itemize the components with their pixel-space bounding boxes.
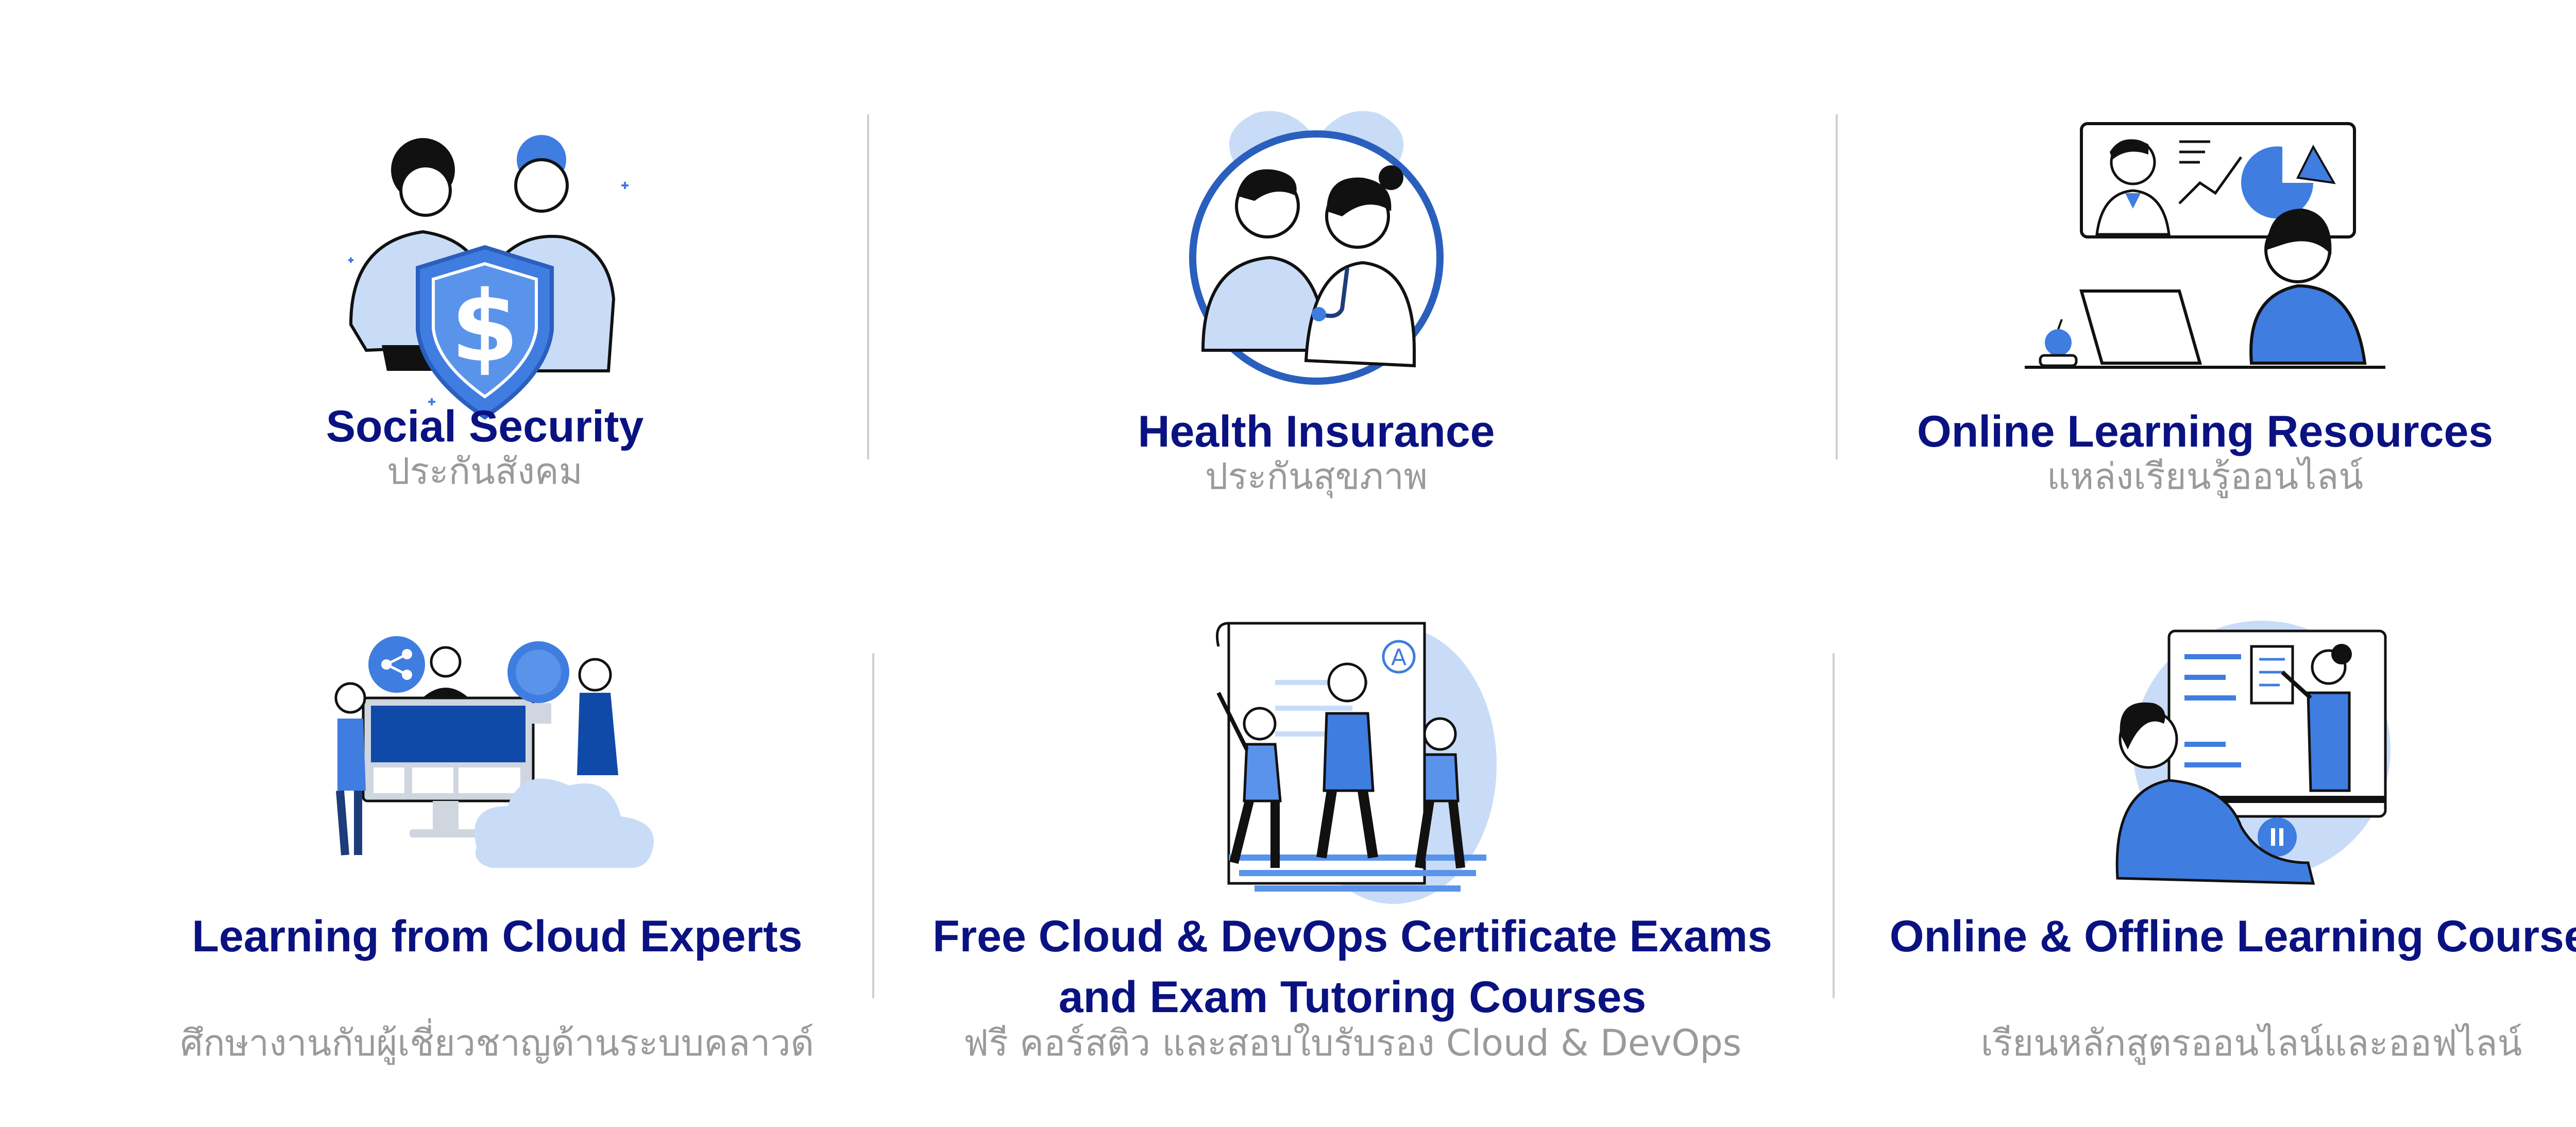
column-divider xyxy=(1833,653,1835,998)
benefit-subtitle: ฟรี คอร์สติว และสอบใบรับรอง Cloud & DevO… xyxy=(963,1022,1742,1064)
column-divider xyxy=(1836,114,1838,459)
column-divider xyxy=(872,653,874,998)
benefit-title: Learning from Cloud Experts xyxy=(192,912,803,961)
benefit-title: Online & Offline Learning Courses xyxy=(1889,912,2576,961)
cloud-experts-illustration xyxy=(334,636,654,868)
column-divider xyxy=(867,114,869,459)
certificate-exams-illustration: A xyxy=(1216,622,1497,904)
health-insurance-illustration xyxy=(1189,111,1444,385)
benefit-online-learning-resources: Online Learning Resources แหล่งเรียนรู้อ… xyxy=(1765,77,2576,592)
benefit-title-line2: and Exam Tutoring Courses xyxy=(1058,972,1647,1022)
benefit-subtitle: ศึกษางานกับผู้เชี่ยวชาญด้านระบบคลาวด์ xyxy=(180,1022,815,1064)
benefit-subtitle: แหล่งเรียนรู้ออนไลน์ xyxy=(2046,455,2364,498)
benefit-subtitle: ประกันสุขภาพ xyxy=(1205,455,1428,498)
benefit-social-security: $ Social Security ประกันสังคม xyxy=(44,77,925,592)
learning-courses-illustration xyxy=(2115,621,2391,885)
benefit-subtitle: ประกันสังคม xyxy=(387,450,583,492)
benefit-title: Online Learning Resources xyxy=(1917,407,2494,456)
benefit-title: Social Security xyxy=(326,402,644,451)
svg-text:$: $ xyxy=(451,270,519,384)
social-security-illustration: $ xyxy=(348,135,629,420)
benefit-cloud-experts: Learning from Cloud Experts ศึกษางานกับผ… xyxy=(57,608,938,1123)
benefit-subtitle: เรียนหลักสูตรออนไลน์และออฟไลน์ xyxy=(1980,1022,2522,1064)
online-learning-illustration xyxy=(2025,122,2385,369)
benefit-title: Health Insurance xyxy=(1138,407,1495,456)
benefit-certificate-exams: A Free Cloud & DevOps Certificate Exams … xyxy=(912,608,1793,1123)
benefit-learning-courses: Online & Offline Learning Courses เรียนห… xyxy=(1811,608,2576,1123)
benefit-title: Free Cloud & DevOps Certificate Exams xyxy=(933,912,1772,961)
svg-text:A: A xyxy=(1391,644,1406,671)
benefit-health-insurance: Health Insurance ประกันสุขภาพ xyxy=(876,77,1757,592)
